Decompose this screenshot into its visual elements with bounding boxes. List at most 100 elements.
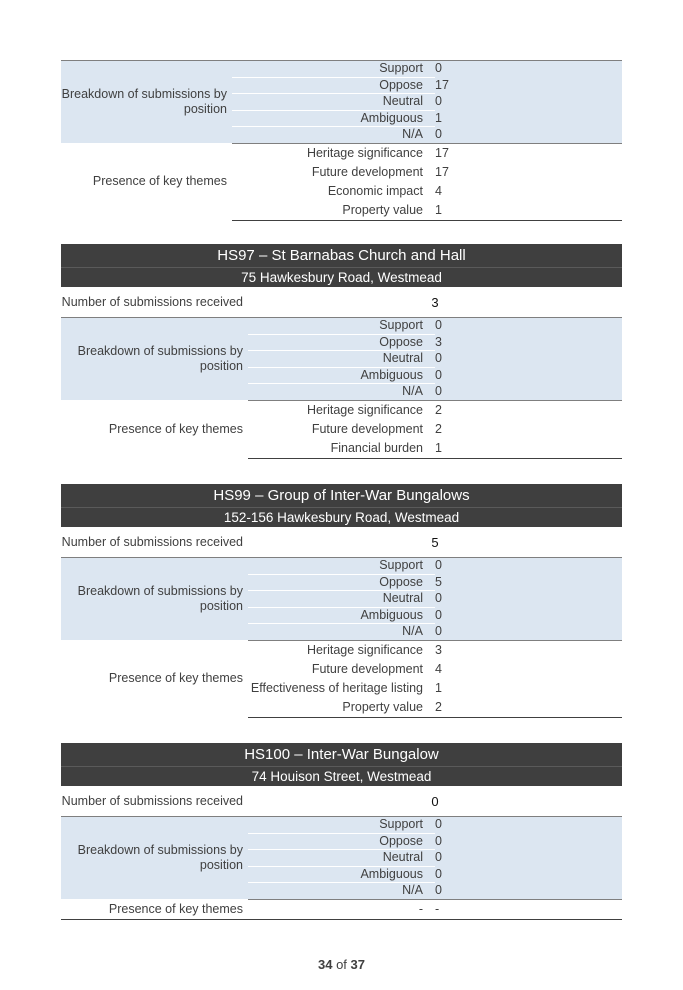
position-name: Oppose: [248, 574, 435, 592]
theme-row: Property value 2: [61, 697, 622, 718]
theme-name: Future development: [232, 162, 435, 182]
count-value: 5: [248, 527, 622, 558]
themes-label: Presence of key themes: [61, 640, 248, 718]
theme-row: Future development 17: [61, 162, 622, 182]
count-value: 0: [248, 786, 622, 817]
position-row: N/A 0: [61, 882, 622, 900]
position-name: N/A: [248, 383, 435, 401]
position-value: 0: [435, 60, 622, 78]
position-name: Support: [232, 60, 435, 78]
theme-row: Property value 1: [61, 200, 622, 221]
position-value: 0: [435, 350, 622, 368]
position-row: Breakdown of submissions by position Sup…: [61, 60, 622, 144]
section-address: 74 Houison Street, Westmead: [61, 766, 622, 786]
theme-value: 2: [435, 419, 622, 439]
position-row: N/A 0: [61, 126, 622, 144]
position-value: 0: [435, 93, 622, 111]
count-label: Number of submissions received: [61, 786, 248, 817]
position-row: Neutral 0: [61, 350, 622, 368]
positions-label: Breakdown of submissions by position: [61, 317, 248, 401]
position-row: Breakdown of submissions by position Sup…: [61, 317, 622, 401]
position-value: 0: [435, 607, 622, 624]
position-value: 0: [435, 623, 622, 641]
section-header: HS100 – Inter-War Bungalow: [61, 743, 622, 767]
position-row: Ambiguous 1: [61, 110, 622, 128]
count-label: Number of submissions received: [61, 527, 248, 558]
section-address: 75 Hawkesbury Road, Westmead: [61, 267, 622, 287]
section-address-row: 75 Hawkesbury Road, Westmead: [61, 267, 622, 287]
theme-name: Heritage significance: [248, 640, 435, 660]
position-value: 0: [435, 849, 622, 867]
positions-label: Breakdown of submissions by position: [61, 557, 248, 641]
position-value: 0: [435, 590, 622, 608]
submissions-table-hs100: HS100 – Inter-War Bungalow 74 Houison St…: [61, 743, 622, 920]
count-row: Number of submissions received 3: [61, 287, 622, 318]
position-value: 1: [435, 110, 622, 127]
position-row: Ambiguous 0: [61, 866, 622, 884]
position-name: Neutral: [248, 590, 435, 608]
theme-value: 3: [435, 640, 622, 660]
theme-name: Future development: [248, 659, 435, 679]
theme-name: Heritage significance: [248, 400, 435, 420]
position-name: Ambiguous: [248, 607, 435, 625]
page-of-text: of: [336, 957, 347, 972]
theme-row: Future development 2: [61, 419, 622, 439]
submissions-table-hs97: HS97 – St Barnabas Church and Hall 75 Ha…: [61, 244, 622, 459]
position-value: 0: [435, 816, 622, 834]
section-address: 152-156 Hawkesbury Road, Westmead: [61, 507, 622, 527]
position-name: Ambiguous: [232, 110, 435, 128]
position-value: 0: [435, 317, 622, 335]
submissions-table-partial: Breakdown of submissions by position Sup…: [61, 60, 622, 221]
theme-name: Property value: [248, 697, 435, 718]
position-name: N/A: [248, 623, 435, 641]
positions-label: Breakdown of submissions by position: [61, 816, 248, 900]
position-name: Oppose: [248, 334, 435, 352]
theme-value: 4: [435, 659, 622, 679]
position-name: Neutral: [232, 93, 435, 111]
themes-label: Presence of key themes: [61, 400, 248, 459]
position-name: Oppose: [248, 833, 435, 851]
section-address-row: 74 Houison Street, Westmead: [61, 766, 622, 786]
position-value: 17: [435, 77, 622, 94]
position-name: Neutral: [248, 849, 435, 867]
theme-value: 1: [435, 438, 622, 459]
theme-row: Presence of key themes Heritage signific…: [61, 143, 622, 221]
position-name: Ambiguous: [248, 367, 435, 385]
count-row: Number of submissions received 5: [61, 527, 622, 558]
theme-row: Economic impact 4: [61, 181, 622, 201]
position-value: 0: [435, 367, 622, 384]
position-value: 0: [435, 126, 622, 144]
section-header: HS97 – St Barnabas Church and Hall: [61, 244, 622, 268]
position-name: Support: [248, 816, 435, 834]
page-footer: 34 of 37: [0, 957, 683, 972]
count-value: 3: [248, 287, 622, 318]
count-row: Number of submissions received 0: [61, 786, 622, 817]
section-title: HS99 – Group of Inter-War Bungalows: [61, 484, 622, 508]
section-title: HS100 – Inter-War Bungalow: [61, 743, 622, 767]
position-name: Neutral: [248, 350, 435, 368]
position-value: 0: [435, 882, 622, 900]
count-label: Number of submissions received: [61, 287, 248, 318]
position-value: 0: [435, 833, 622, 850]
position-row: Ambiguous 0: [61, 607, 622, 625]
position-row: Oppose 0: [61, 833, 622, 851]
theme-value: 1: [435, 200, 622, 221]
theme-value: 1: [435, 678, 622, 698]
position-row: Oppose 3: [61, 334, 622, 352]
page-total: 37: [350, 957, 366, 972]
positions-label: Breakdown of submissions by position: [61, 60, 232, 144]
themes-label: Presence of key themes: [61, 143, 232, 221]
theme-value: 2: [435, 400, 622, 420]
theme-value: 17: [435, 162, 622, 182]
position-row: Breakdown of submissions by position Sup…: [61, 557, 622, 641]
submissions-table-hs99: HS99 – Group of Inter-War Bungalows 152-…: [61, 484, 622, 718]
theme-value: 4: [435, 181, 622, 201]
position-row: Ambiguous 0: [61, 367, 622, 385]
position-value: 0: [435, 557, 622, 575]
position-value: 0: [435, 383, 622, 401]
position-value: 5: [435, 574, 622, 591]
theme-name: -: [248, 899, 435, 920]
section-title: HS97 – St Barnabas Church and Hall: [61, 244, 622, 268]
theme-value: -: [435, 899, 622, 920]
theme-row: Future development 4: [61, 659, 622, 679]
